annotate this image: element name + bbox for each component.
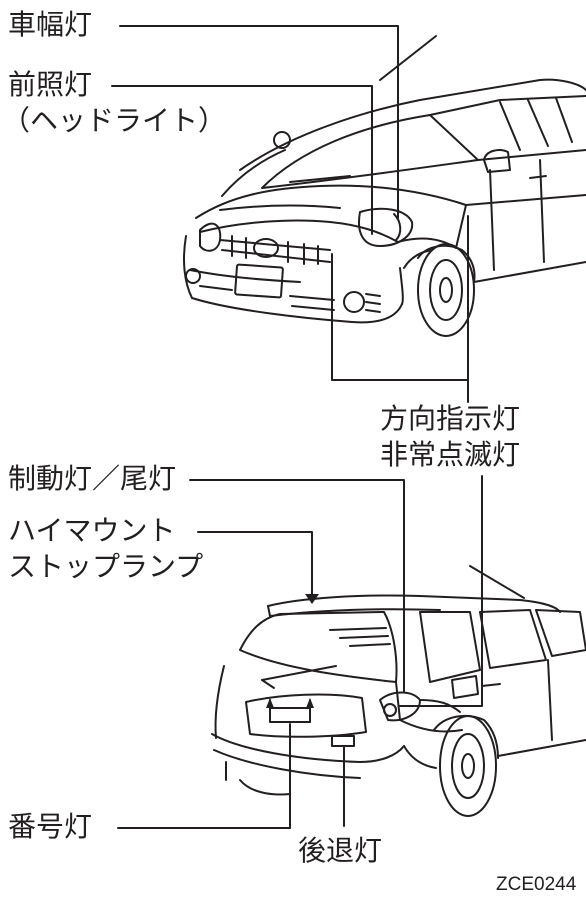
callout-turn-signal xyxy=(331,215,469,381)
headlamp-shape xyxy=(358,207,414,247)
callout-high-mount xyxy=(197,531,313,597)
figure-code: ZCE0244 xyxy=(496,874,577,895)
front-wheel xyxy=(417,243,475,337)
front-car-illustration xyxy=(183,35,586,337)
label-headlamp-sub: （ヘッドライト） xyxy=(2,104,227,137)
label-high-mount-sub: ストップランプ xyxy=(8,550,204,583)
callout-side-marker xyxy=(119,25,399,219)
label-turn-signal: 方向指示灯 xyxy=(380,402,521,435)
label-high-mount: ハイマウント xyxy=(8,514,176,547)
rear-callout-lines xyxy=(117,475,483,829)
front-callout-lines xyxy=(111,25,469,403)
rear-license-plate xyxy=(269,707,311,723)
label-side-marker-lamp: 車幅灯 xyxy=(8,8,93,41)
front-license-plate xyxy=(234,263,284,299)
label-license-lamp: 番号灯 xyxy=(8,810,93,843)
callout-license-lamp xyxy=(117,723,291,829)
callout-headlamp xyxy=(111,85,373,235)
reverse-lamp-shape xyxy=(331,735,355,747)
label-stop-tail: 制動灯／尾灯 xyxy=(8,462,177,495)
label-headlamp: 前照灯 xyxy=(8,68,93,101)
rear-car-illustration xyxy=(211,565,586,817)
arrow-high-mount xyxy=(305,594,319,604)
callout-stop-tail xyxy=(189,479,405,693)
label-reverse-lamp: 後退灯 xyxy=(298,834,383,867)
label-hazard: 非常点滅灯 xyxy=(380,438,521,471)
callout-hazard-rear xyxy=(399,475,483,707)
rear-license-panel xyxy=(245,693,367,738)
rear-wheel xyxy=(439,715,497,817)
